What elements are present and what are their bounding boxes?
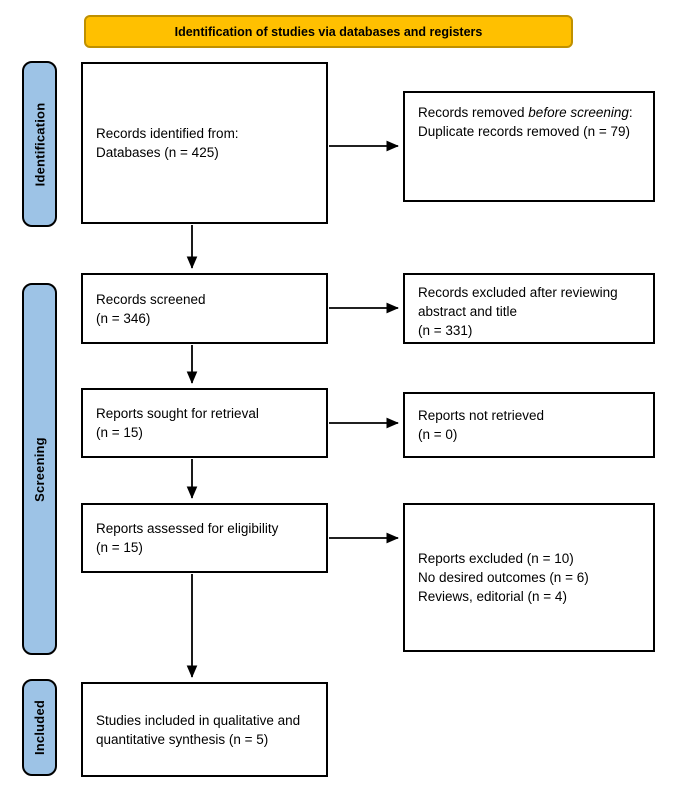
- box-text-line: Reviews, editorial (n = 4): [418, 589, 567, 604]
- box-text-line: Records removed before screening:: [418, 105, 633, 120]
- box-text-line: Reports sought for retrieval: [96, 406, 259, 421]
- box-text-line: Databases (n = 425): [96, 145, 219, 160]
- box-records-excluded: Records excluded after reviewing abstrac…: [403, 273, 655, 344]
- box-records-removed: Records removed before screening: Duplic…: [403, 91, 655, 202]
- box-text-line: Studies included in qualitative and quan…: [96, 712, 301, 747]
- box-reports-not-retrieved: Reports not retrieved (n = 0): [403, 392, 655, 458]
- box-text-line: (n = 15): [96, 425, 143, 440]
- banner-label: Identification of studies via databases …: [174, 24, 483, 39]
- box-text-line: Reports not retrieved: [418, 408, 545, 423]
- stage-bar-included: Included: [22, 679, 57, 776]
- box-text-line: Records excluded after reviewing abstrac…: [418, 285, 618, 319]
- box-text-line: (n = 346): [96, 310, 151, 326]
- box-reports-assessed: Reports assessed for eligibility (n = 15…: [81, 503, 328, 573]
- box-text-line: Reports assessed for eligibility: [96, 521, 279, 536]
- stage-label-included: Included: [32, 699, 47, 756]
- stage-bar-screening: Screening: [22, 283, 57, 655]
- box-reports-excluded: Reports excluded (n = 10) No desired out…: [403, 503, 655, 652]
- stage-label-identification: Identification: [32, 102, 48, 186]
- box-text-line: (n = 331): [418, 323, 473, 338]
- box-records-screened: Records screened (n = 346): [81, 273, 328, 344]
- box-text-line: Records screened: [96, 291, 206, 307]
- box-text-line: Records identified from:: [96, 126, 239, 141]
- box-text-line: Duplicate records removed (n = 79): [418, 124, 630, 139]
- box-text-line: No desired outcomes (n = 6): [418, 570, 589, 585]
- box-text-line: (n = 0): [418, 427, 458, 442]
- banner: Identification of studies via databases …: [84, 15, 573, 48]
- box-records-identified: Records identified from: Databases (n = …: [81, 62, 328, 224]
- box-text-line: Reports excluded (n = 10): [418, 551, 574, 566]
- stage-label-screening: Screening: [32, 436, 47, 502]
- italic-text: before screening: [528, 105, 629, 120]
- stage-bar-identification: Identification: [22, 61, 57, 227]
- box-reports-sought: Reports sought for retrieval (n = 15): [81, 388, 328, 458]
- box-studies-included: Studies included in qualitative and quan…: [81, 682, 328, 777]
- box-text-line: (n = 15): [96, 540, 143, 555]
